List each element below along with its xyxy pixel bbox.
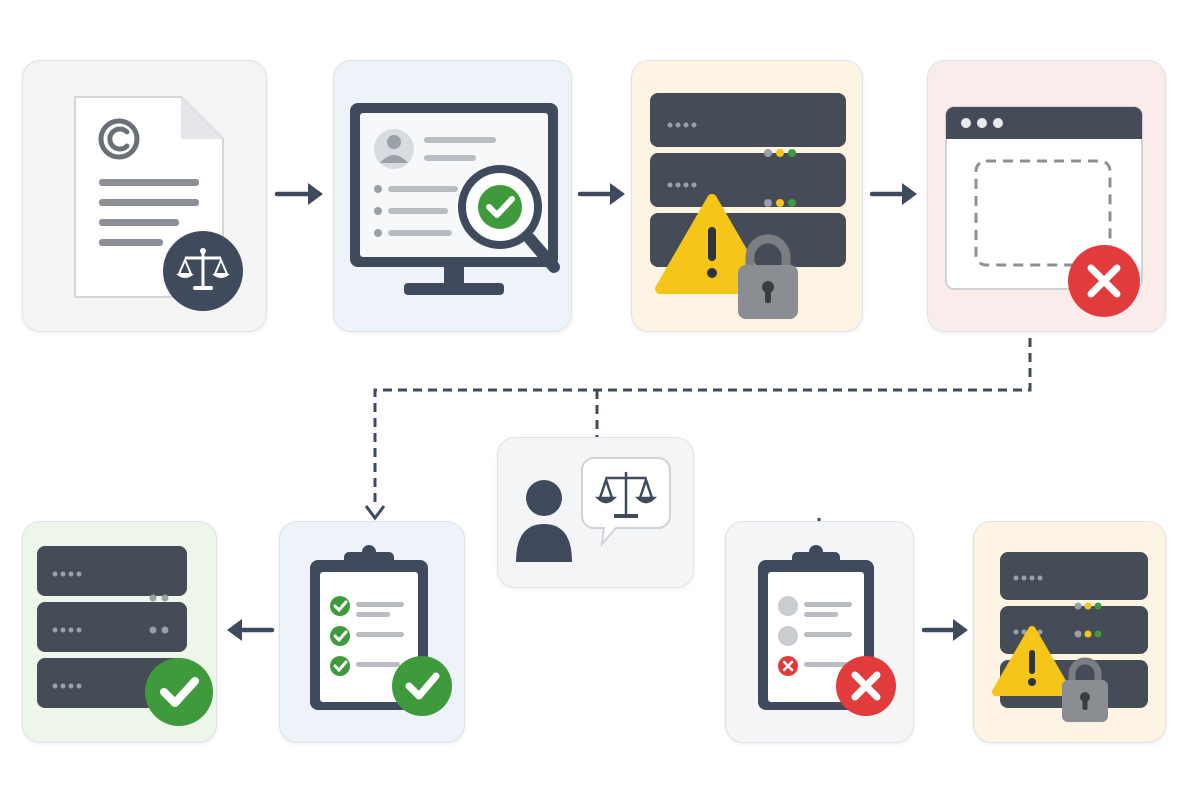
warning-icon [655, 194, 769, 294]
arrow-1-to-2 [274, 183, 323, 205]
close-icon [836, 656, 896, 716]
person-icon [516, 480, 572, 562]
close-icon [1068, 245, 1140, 317]
checkmark-icon [392, 656, 452, 716]
dashed-branch-connector [373, 338, 1032, 508]
scales-of-justice-icon [163, 231, 243, 311]
arrow-3-to-4 [869, 183, 917, 205]
warning-icon [992, 626, 1072, 696]
card-rejected-checklist [725, 521, 914, 743]
checklist-rows [778, 596, 852, 676]
padlock-icon [738, 234, 798, 319]
server-stack-icon [650, 93, 846, 267]
arrow-rejected-to-locked [921, 619, 968, 641]
card-approved-checklist [279, 521, 465, 743]
copyright-icon [98, 118, 140, 160]
card-server-restored [22, 521, 217, 743]
card-legal-review [497, 437, 694, 588]
dashed-branch-arrowhead [364, 505, 386, 521]
padlock-icon [1062, 657, 1108, 722]
card-content-review [333, 60, 572, 332]
checklist-rows [330, 596, 404, 676]
scales-of-justice-icon [594, 472, 658, 518]
card-server-warning [631, 60, 863, 332]
checkmark-icon [145, 658, 213, 726]
browser-window-icon [945, 106, 1143, 290]
list-lines [374, 185, 458, 237]
checkmark-icon [478, 185, 522, 229]
card-blocked-window [927, 60, 1166, 332]
arrow-checklist-to-server [227, 619, 275, 641]
placeholder-box-icon [974, 159, 1112, 267]
arrow-2-to-3 [577, 183, 625, 205]
card-copyright-document [22, 60, 267, 332]
card-server-locked [973, 521, 1166, 743]
user-profile-icon [374, 129, 496, 169]
